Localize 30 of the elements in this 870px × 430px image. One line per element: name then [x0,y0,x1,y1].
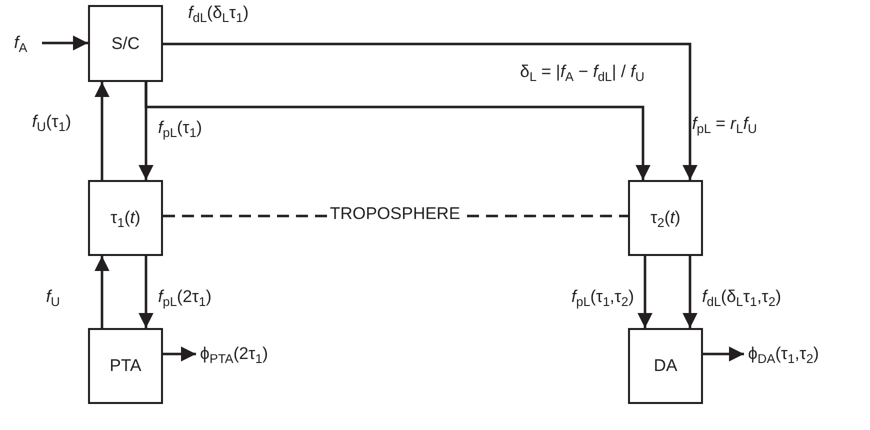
edge-label: f$_{pL}$(τ$_{1}$,τ$_{2}$) [569,287,636,308]
arrow [94,82,110,180]
box-label: S/C [111,34,140,54]
process-box [88,328,163,404]
signal-label: f$_{A}$ [14,33,28,53]
arrow [94,256,110,328]
process-box [88,5,163,82]
arrow [638,256,652,328]
process-box [628,180,703,256]
arrow [163,42,698,180]
arrow [163,346,196,362]
formula: f$_{pL}$ = r$_{L}$f$_{U}$ [692,114,758,134]
signal-label: ϕ$_{DA}$(τ$_{1}$,τ$_{2}$) [748,344,819,364]
box-label: DA [654,356,678,376]
process-box [88,180,163,256]
arrow [682,256,698,328]
edge-label: f$_{U}$(τ$_{1}$) [30,112,74,132]
formula: δ$_{L}$ = |f$_{A}$ − f$_{dL}$| / f$_{U}$ [520,62,644,82]
arrow [144,82,650,180]
arrow [138,256,154,328]
arrow [42,36,88,50]
edge-label: f$_{U}$ [44,287,62,308]
arrow [703,346,744,362]
signal-label: ϕ$_{PTA}$(2τ$_{1}$) [200,344,268,364]
edge-label: f$_{dL}$(δ$_{L}$τ$_{1}$,τ$_{2}$) [700,287,784,308]
box-label: τ$_{1}$(t) [110,208,140,228]
process-box [628,328,703,404]
box-label: τ$_{2}$(t) [650,208,680,228]
edge-label: f$_{dL}$(δ$_{L}$τ$_{1}$) [186,3,251,24]
box-label: PTA [110,356,142,376]
